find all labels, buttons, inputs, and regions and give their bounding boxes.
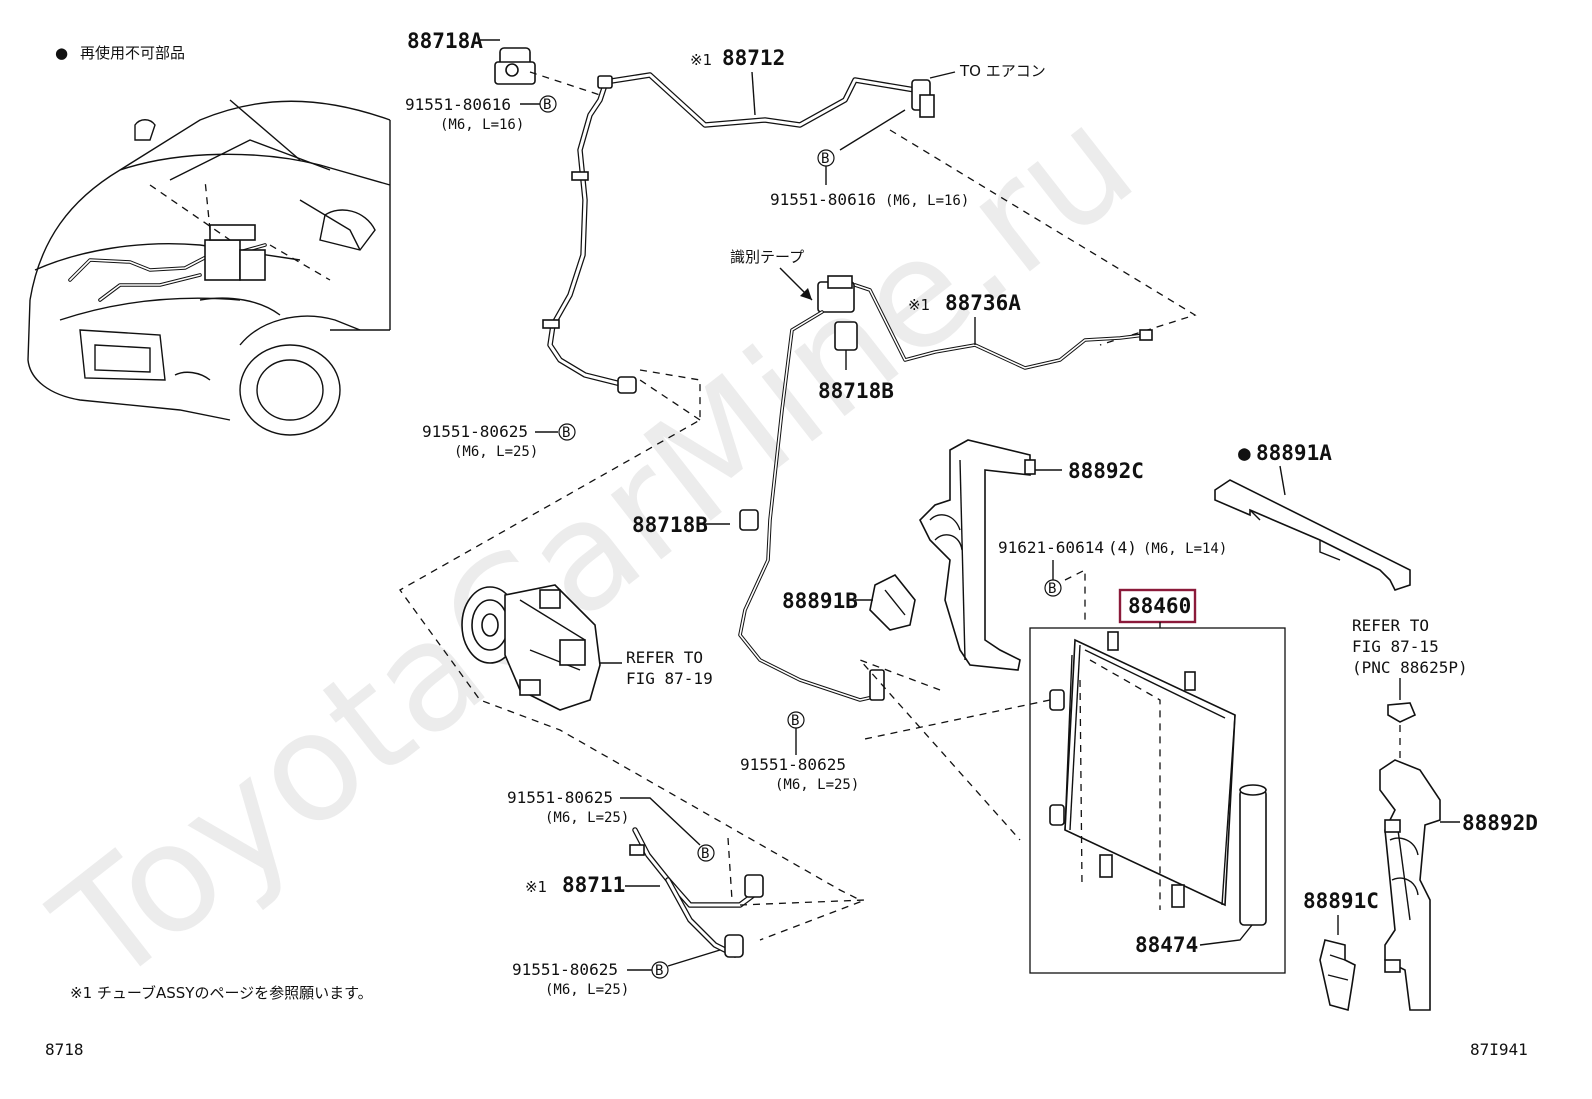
label-88718A: 88718A [407,29,483,53]
tube-88736A [817,275,1153,370]
label-refer-2-line1: REFER TO [1352,616,1429,635]
bolt-symbol-c: B [562,425,570,441]
fig-number-left: 8718 [45,1040,84,1059]
label-refer-2-line2: FIG 87-15 [1352,637,1439,656]
label-88736A: 88736A [945,291,1021,315]
label-91551-80625-c-spec: (M6, L=25) [545,810,629,826]
label-91551-80625-b-spec: (M6, L=25) [775,777,859,793]
label-91621-60614: 91621-60614 [998,538,1104,557]
label-88712: 88712 [722,46,785,70]
receiver-88474 [1239,784,1267,926]
legend-text: 再使用不可部品 [80,44,185,62]
label-88460: 88460 [1128,594,1191,618]
bolt-symbol-g: B [655,963,663,979]
label-refer-2-line3: (PNC 88625P) [1352,658,1468,677]
connector-88718A [494,47,536,85]
label-88891C: 88891C [1303,889,1379,913]
highlight-88460 [1118,588,1197,624]
label-91551-80625-b: 91551-80625 [740,755,846,774]
label-refer-1-line1: REFER TO [626,648,703,667]
label-91551-80625-d: 91551-80625 [512,960,618,979]
bolt-symbol-a [539,95,557,113]
bolt-symbol-d: B [1048,581,1056,597]
mark-88711: ※1 [525,878,547,896]
vehicle-illustration [27,99,391,436]
label-88892D: 88892D [1462,811,1538,835]
clip-88625P [1387,702,1417,723]
label-91551-80616-a-spec: (M6, L=16) [440,117,524,133]
label-91551-80625-c: 91551-80625 [507,788,613,807]
tube-88712 [542,72,935,394]
tube-88711 [629,827,764,958]
seal-88891A [1214,479,1411,591]
condenser-88460 [1049,631,1236,910]
label-88711: 88711 [562,873,625,897]
label-91621-60614-qty: (4) [1108,538,1137,557]
mark-88891A: ● [1238,441,1251,465]
legend-symbol: ● [55,44,68,62]
bolt-symbol-e: B [791,713,799,729]
label-88718B-top: 88718B [818,379,894,403]
bracket-88892D [1379,759,1441,1011]
label-88891B: 88891B [782,589,858,613]
label-88718B-mid: 88718B [632,513,708,537]
bolt-symbol-b: B [821,151,829,167]
label-91551-80625-a-spec: (M6, L=25) [454,444,538,460]
bolt-symbol-a-text: B [543,97,551,113]
clip-88718B-upper [834,321,858,351]
mark-88736A: ※1 [908,296,930,314]
label-91551-80625-a: 91551-80625 [422,422,528,441]
label-91621-60614-spec: (M6, L=14) [1143,541,1227,557]
label-id-tape: 識別テープ [730,248,804,266]
condenser-frame [1029,627,1286,974]
label-88474: 88474 [1135,933,1198,957]
bolt-symbol-f: B [701,846,709,862]
liquid-tube [738,310,885,702]
mark-88712: ※1 [690,51,712,69]
seal-88891B [869,573,916,631]
label-91551-80616-b: 91551-80616 [770,190,876,209]
bracket-88892C [919,439,1036,671]
fig-number-right: 87I941 [1470,1040,1528,1059]
label-88891A: 88891A [1256,441,1332,465]
seal-88891C [1319,939,1356,1012]
label-91551-80625-d-spec: (M6, L=25) [545,982,629,998]
label-91551-80616-a: 91551-80616 [405,95,511,114]
label-88892C: 88892C [1068,459,1144,483]
compressor [461,584,601,711]
label-91551-80616-b-spec: (M6, L=16) [885,193,969,209]
label-to-aircon: TO エアコン [959,62,1046,80]
footer-note: ※1 チューブASSYのページを参照願います。 [70,984,373,1002]
label-refer-1-line2: FIG 87-19 [626,669,713,688]
